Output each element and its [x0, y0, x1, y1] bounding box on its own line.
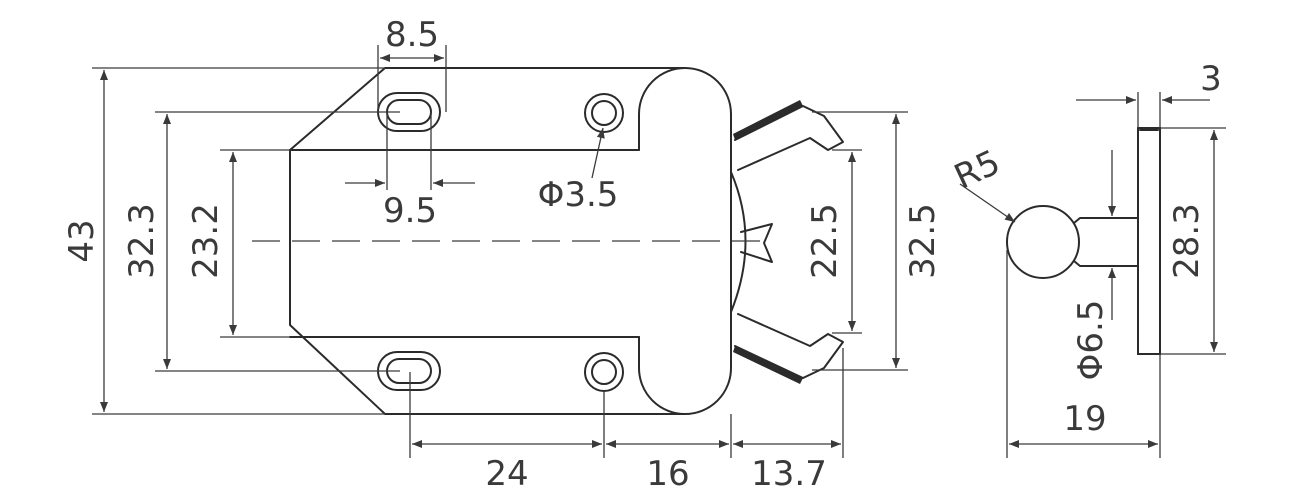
upper-jaw — [733, 100, 844, 171]
front-dimensions: 43 32.3 23.2 8.5 9.5 Φ3.5 24 16 13.7 — [62, 15, 943, 494]
dim-slot-length: 9.5 — [383, 191, 437, 231]
dim-jaw-inner: 22.5 — [805, 203, 845, 279]
neck — [1073, 217, 1139, 267]
dim-slot-width: 8.5 — [385, 15, 439, 55]
ball — [1006, 205, 1080, 279]
bottom-hole — [584, 352, 624, 392]
block-edge — [638, 67, 686, 415]
dim-hole-spacing: 24 — [485, 454, 528, 494]
dim-neck-diameter: Φ6.5 — [1071, 300, 1111, 381]
dim-jaw-outer: 32.5 — [903, 203, 943, 279]
dim-slot-spacing: 32.3 — [122, 203, 162, 279]
side-dimensions: R5 3 28.3 Φ6.5 19 — [948, 59, 1226, 458]
body-outline — [289, 67, 732, 415]
front-view — [252, 67, 844, 415]
dim-jaw-length: 13.7 — [751, 454, 827, 494]
dim-hole-diameter: Φ3.5 — [538, 175, 619, 215]
dim-ball-radius: R5 — [948, 142, 1006, 197]
mounting-plate — [1137, 127, 1161, 355]
side-view — [1006, 127, 1161, 355]
top-hole — [584, 93, 624, 133]
latch-arc — [730, 171, 747, 313]
dim-side-width: 19 — [1063, 399, 1106, 439]
dim-plate-thickness: 3 — [1200, 59, 1222, 99]
dim-hole-to-end: 16 — [646, 454, 689, 494]
dim-body-height: 23.2 — [186, 203, 226, 279]
latch-pin — [740, 223, 773, 263]
dim-overall-height: 43 — [62, 219, 102, 262]
lower-jaw — [733, 313, 844, 384]
dim-plate-height: 28.3 — [1167, 203, 1207, 279]
